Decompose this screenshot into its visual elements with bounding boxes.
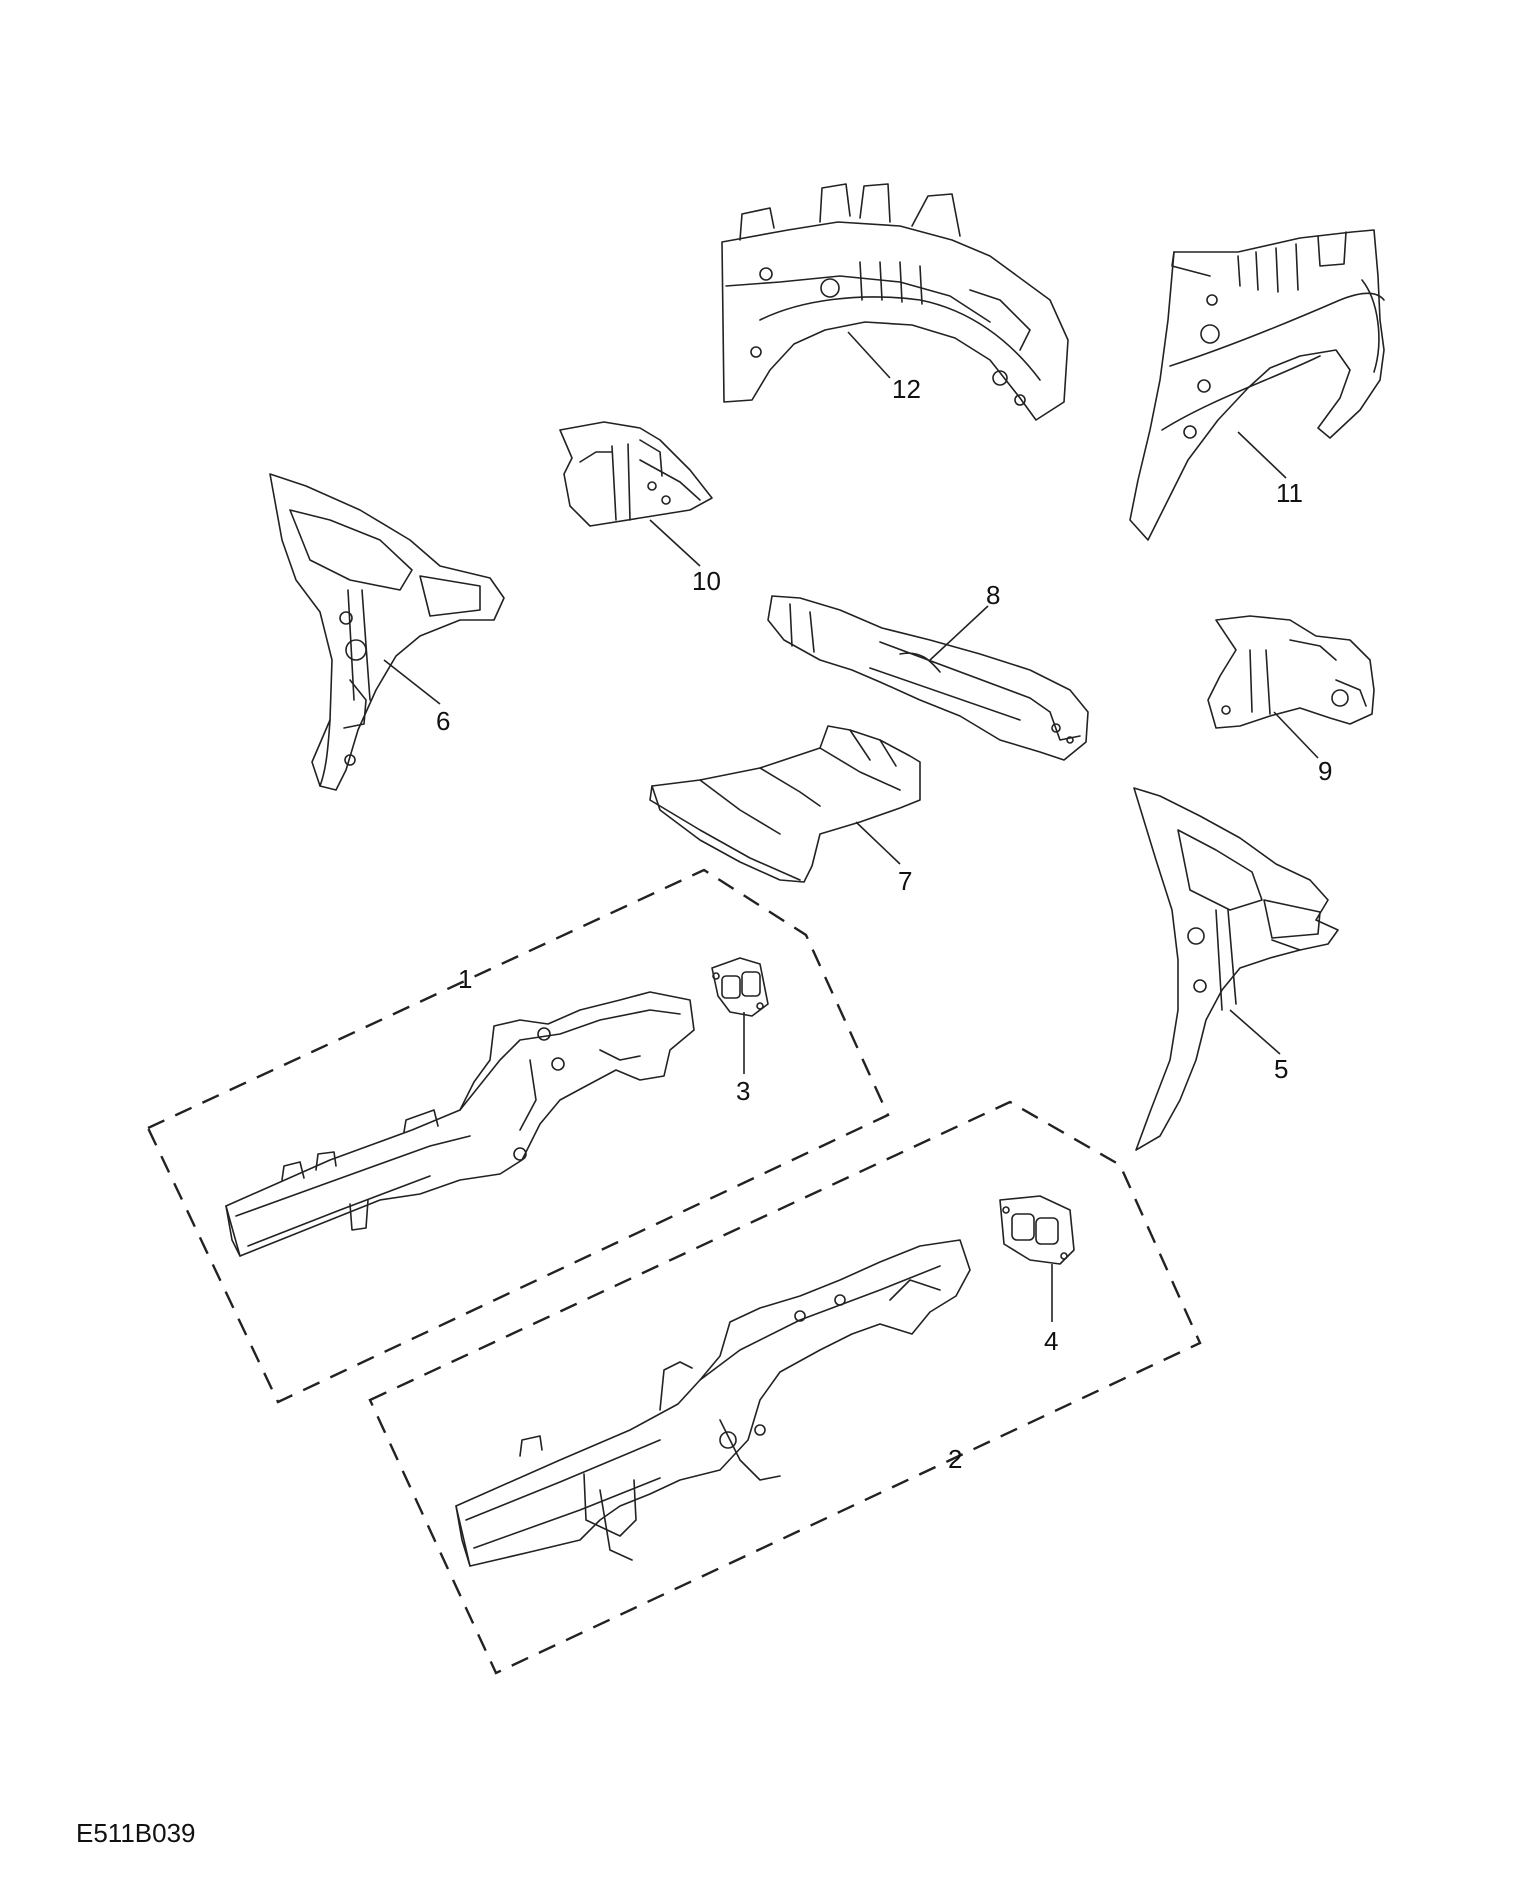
part-6-pillar-panel — [269, 473, 505, 791]
leader-10 — [649, 519, 701, 567]
callout-10: 10 — [692, 566, 721, 596]
leader-9 — [1273, 711, 1319, 759]
diagram-reference-code: E511B039 — [76, 1818, 196, 1848]
callout-12: 12 — [892, 374, 921, 404]
group-box-left-rail — [146, 868, 890, 1404]
part-11-inner-wheelhouse — [1129, 229, 1385, 541]
part-5-pillar-panel — [1133, 787, 1339, 1151]
callout-7: 7 — [898, 866, 912, 896]
part-3-bracket-plate — [711, 957, 769, 1017]
leader-5 — [1229, 1009, 1281, 1055]
part-9-bracket — [1207, 615, 1375, 729]
leader-12 — [847, 331, 891, 379]
callout-9: 9 — [1318, 756, 1332, 786]
part-2-right-rail — [455, 1239, 971, 1567]
callout-1: 1 — [458, 964, 472, 994]
part-4-bracket-plate — [999, 1195, 1075, 1265]
part-8-cross-member — [767, 595, 1089, 761]
leader-7 — [855, 821, 901, 865]
callout-4: 4 — [1044, 1326, 1058, 1356]
callout-8: 8 — [986, 580, 1000, 610]
part-10-bracket — [559, 421, 713, 527]
callout-11: 11 — [1276, 478, 1303, 508]
leader-6 — [383, 659, 441, 705]
part-12-wheelhouse — [721, 183, 1069, 421]
callout-6: 6 — [436, 706, 450, 736]
part-1-left-rail — [225, 991, 695, 1257]
leader-11 — [1237, 431, 1287, 479]
leader-8 — [929, 605, 989, 661]
group-box-right-rail — [368, 1100, 1202, 1675]
callout-2: 2 — [948, 1444, 962, 1474]
callout-3: 3 — [736, 1076, 750, 1106]
part-7-floor-pan — [649, 725, 921, 883]
callout-5: 5 — [1274, 1054, 1288, 1084]
